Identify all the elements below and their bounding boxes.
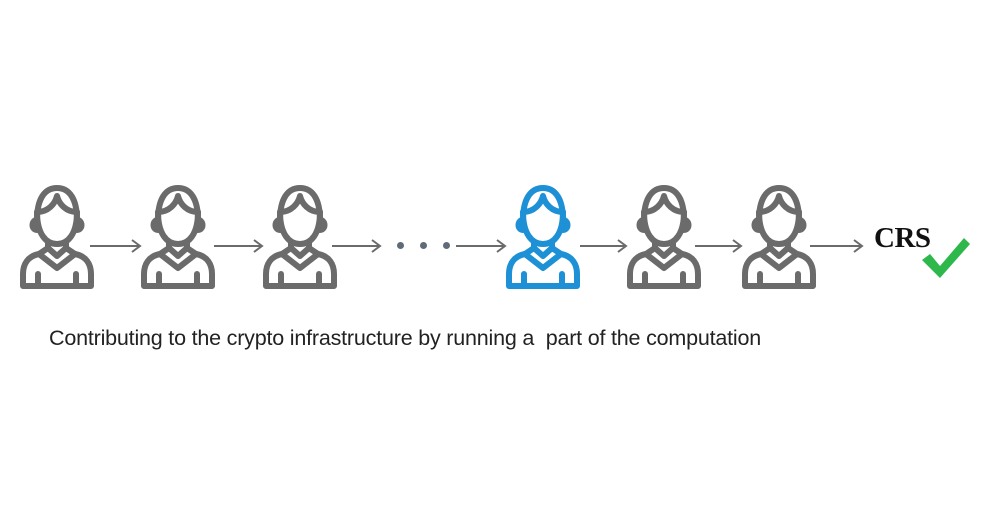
ellipsis-dot <box>420 242 427 249</box>
person-icon <box>141 185 215 289</box>
arrow-right-icon <box>456 239 507 253</box>
ellipsis-dot <box>443 242 450 249</box>
arrow-5 <box>580 239 628 253</box>
caption: Contributing to the crypto infrastructur… <box>49 326 762 350</box>
participant-icon-6 <box>740 182 818 290</box>
arrow-right-icon <box>810 239 864 253</box>
arrow-6 <box>695 239 743 253</box>
person-icon <box>742 185 816 289</box>
crs-label: CRS <box>874 222 931 254</box>
person-icon <box>263 185 337 289</box>
arrow-2 <box>214 239 264 253</box>
person-icon-highlighted <box>506 185 580 289</box>
participant-icon-1 <box>18 182 96 290</box>
arrow-right-icon <box>214 239 264 253</box>
person-icon <box>20 185 94 289</box>
arrow-4 <box>456 239 507 253</box>
arrow-1 <box>90 239 142 253</box>
participant-icon-highlighted <box>504 182 582 290</box>
participant-icon-2 <box>139 182 217 290</box>
participant-icon-3 <box>261 182 339 290</box>
arrow-7 <box>810 239 864 253</box>
participant-icon-5 <box>625 182 703 290</box>
arrow-3 <box>332 239 382 253</box>
arrow-right-icon <box>90 239 142 253</box>
arrow-right-icon <box>332 239 382 253</box>
ellipsis-dot <box>397 242 404 249</box>
check-icon <box>920 234 970 280</box>
arrow-right-icon <box>580 239 628 253</box>
person-icon <box>627 185 701 289</box>
arrow-right-icon <box>695 239 743 253</box>
